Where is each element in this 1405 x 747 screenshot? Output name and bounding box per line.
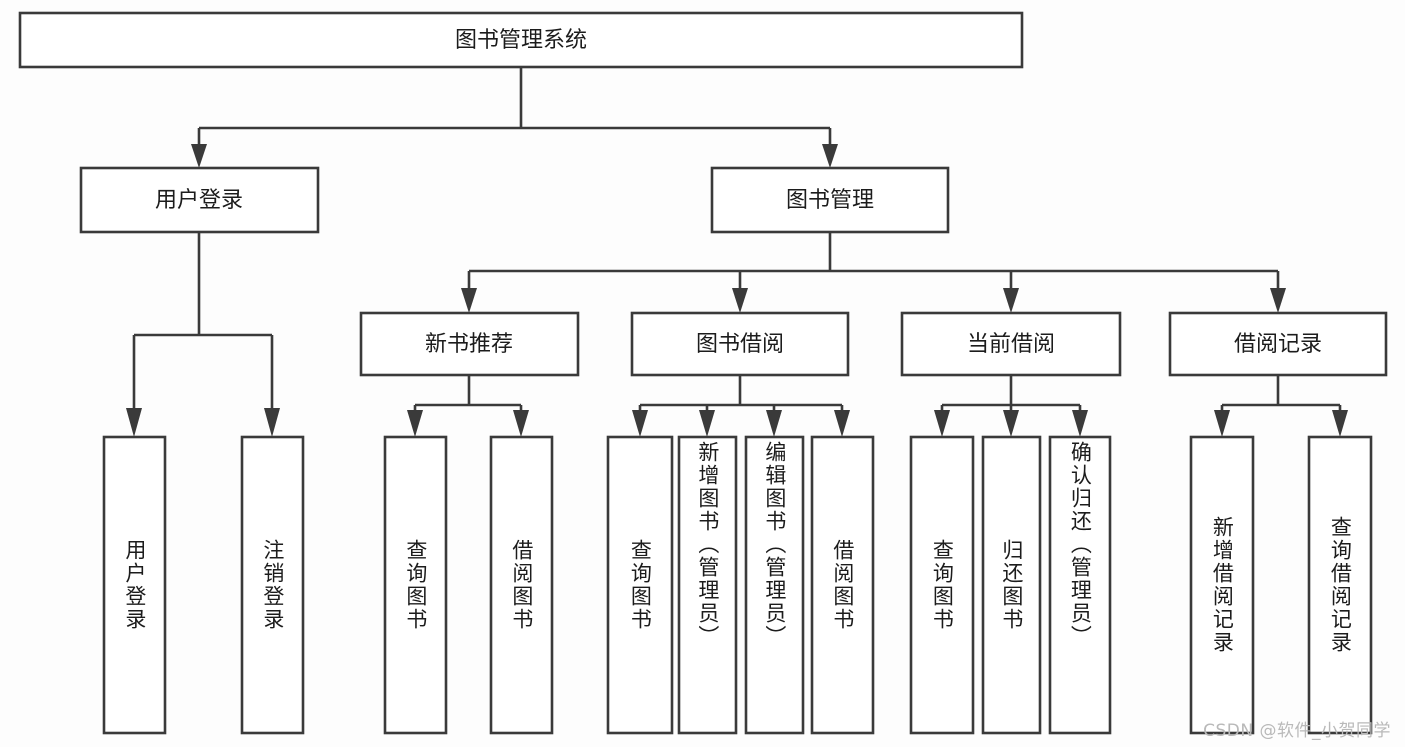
arrow-head-book-borrow bbox=[732, 288, 748, 313]
node-book-manage-box[interactable] bbox=[710, 166, 950, 234]
connector-group-current-borrow bbox=[934, 375, 1088, 437]
node-user-login-box[interactable] bbox=[79, 166, 320, 234]
node-leaf-borrow-book-2-box[interactable] bbox=[810, 435, 875, 735]
arrow-head-leaf-confirm-return bbox=[1072, 410, 1088, 437]
arrow-head-leaf-query-book-1 bbox=[407, 410, 423, 437]
node-leaf-return-book-box[interactable] bbox=[981, 435, 1042, 735]
connector-group-borrow-record bbox=[1214, 375, 1348, 437]
node-user-login[interactable]: 用户登录 bbox=[79, 166, 320, 234]
node-root-label: 图书管理系统 bbox=[455, 28, 587, 53]
arrow-head-leaf-edit-book bbox=[766, 410, 782, 437]
arrow-head-leaf-query-book-3 bbox=[934, 410, 950, 437]
arrow-head-current-borrow bbox=[1003, 288, 1019, 313]
connector-group-book-borrow bbox=[632, 375, 850, 437]
node-root[interactable]: 图书管理系统 bbox=[18, 11, 1024, 69]
node-new-book-rec-box[interactable] bbox=[359, 311, 580, 377]
node-root-box[interactable] bbox=[18, 11, 1024, 69]
node-borrow-record-label: 借阅记录 bbox=[1234, 332, 1322, 357]
node-current-borrow-label: 当前借阅 bbox=[967, 332, 1055, 357]
node-leaf-borrow-book-1-box[interactable] bbox=[489, 435, 554, 735]
arrow-head-leaf-user-login bbox=[126, 408, 142, 437]
connector-group-user-login bbox=[126, 232, 280, 437]
arrow-head-user-login bbox=[191, 144, 207, 168]
node-borrow-record[interactable]: 借阅记录 bbox=[1168, 311, 1388, 377]
arrow-head-leaf-return-book bbox=[1003, 410, 1019, 437]
node-leaf-edit-book-box[interactable] bbox=[744, 435, 805, 735]
node-leaf-query-book-1-box[interactable] bbox=[383, 435, 448, 735]
connector-group-book-manage bbox=[461, 232, 1286, 313]
node-leaf-query-record-box[interactable] bbox=[1307, 435, 1373, 735]
arrow-head-book-manage bbox=[822, 144, 838, 168]
node-user-login-label: 用户登录 bbox=[155, 188, 243, 213]
node-leaf-confirm-return-box[interactable] bbox=[1048, 435, 1112, 735]
watermark: CSDN @软件_小贺同学 bbox=[1203, 721, 1391, 741]
node-leaf-query-book-2-box[interactable] bbox=[606, 435, 674, 735]
node-borrow-record-box[interactable] bbox=[1168, 311, 1388, 377]
node-leaf-user-login-box[interactable] bbox=[102, 435, 167, 735]
arrow-head-leaf-add-record bbox=[1214, 410, 1230, 437]
node-leaf-query-book-3-box[interactable] bbox=[909, 435, 975, 735]
node-book-manage[interactable]: 图书管理 bbox=[710, 166, 950, 234]
connector-group-root bbox=[191, 67, 838, 168]
node-book-borrow[interactable]: 图书借阅 bbox=[630, 311, 850, 377]
node-book-borrow-box[interactable] bbox=[630, 311, 850, 377]
node-current-borrow-box[interactable] bbox=[900, 311, 1122, 377]
node-leaf-logout-box[interactable] bbox=[240, 435, 305, 735]
node-book-manage-label: 图书管理 bbox=[786, 188, 874, 213]
node-leaf-add-record-box[interactable] bbox=[1189, 435, 1255, 735]
arrow-head-leaf-add-book bbox=[699, 410, 715, 437]
arrow-head-leaf-borrow-book-2 bbox=[834, 410, 850, 437]
node-leaf-add-book-box[interactable] bbox=[677, 435, 738, 735]
arrow-head-borrow-record bbox=[1270, 288, 1286, 313]
connector-group-new-book-rec bbox=[407, 375, 529, 437]
node-new-book-rec-label: 新书推荐 bbox=[425, 332, 513, 357]
arrow-head-leaf-query-book-2 bbox=[632, 410, 648, 437]
arrow-head-leaf-logout bbox=[264, 408, 280, 437]
arrow-head-leaf-borrow-book-1 bbox=[513, 410, 529, 437]
node-current-borrow[interactable]: 当前借阅 bbox=[900, 311, 1122, 377]
arrow-head-new-book-rec bbox=[461, 288, 477, 313]
node-book-borrow-label: 图书借阅 bbox=[696, 332, 784, 357]
node-new-book-rec[interactable]: 新书推荐 bbox=[359, 311, 580, 377]
arrow-head-leaf-query-record bbox=[1332, 410, 1348, 437]
